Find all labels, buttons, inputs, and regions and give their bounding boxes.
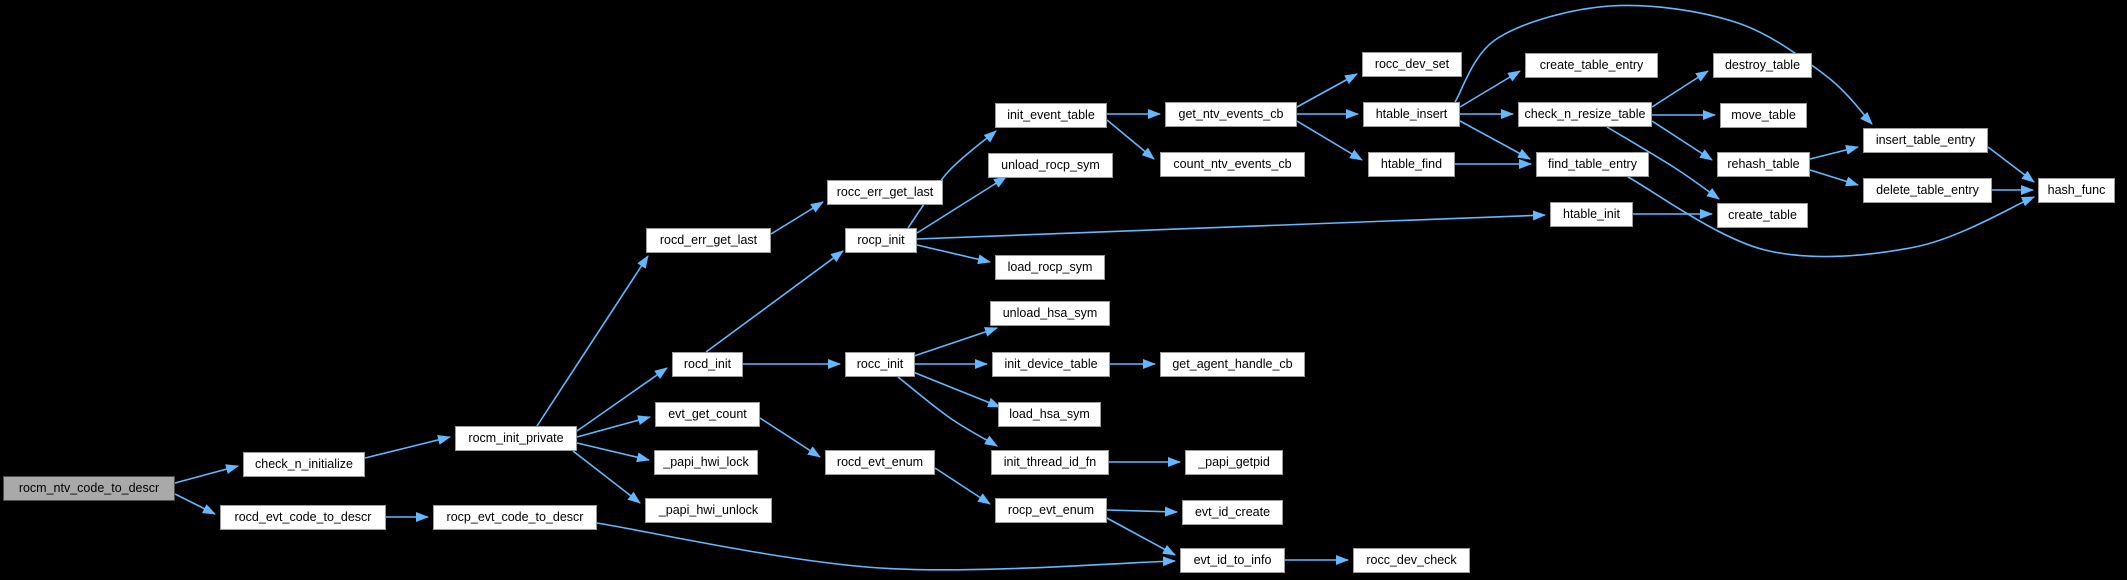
node-unload_rocp_sym[interactable]: unload_rocp_sym — [988, 153, 1113, 178]
edge-rocm_init_private-_papi_hwi_unlock — [572, 450, 641, 504]
edge-htable_insert-create_table_entry — [1459, 70, 1521, 108]
edge-htable_insert-find_table_entry — [1459, 120, 1531, 160]
edge-rocm_init_private-rocd_init — [576, 367, 668, 432]
node-rocc_dev_check[interactable]: rocc_dev_check — [1353, 548, 1470, 573]
edge-check_n_resize_table-rehash_table — [1651, 120, 1713, 161]
node-rocd_evt_code_to_descr[interactable]: rocd_evt_code_to_descr — [220, 505, 386, 530]
node-hash_func[interactable]: hash_func — [2038, 178, 2115, 203]
node-find_table_entry[interactable]: find_table_entry — [1536, 152, 1649, 177]
node-unload_hsa_sym[interactable]: unload_hsa_sym — [990, 301, 1110, 326]
node-evt_id_create[interactable]: evt_id_create — [1182, 500, 1283, 525]
edge-init_event_table-count_ntv_events_cb — [1106, 119, 1155, 160]
edge-rocd_err_get_last-rocc_err_get_last — [770, 201, 824, 235]
node-delete_table_entry[interactable]: delete_table_entry — [1863, 178, 1992, 203]
edge-rocp_init-unload_rocp_sym — [916, 176, 1007, 234]
node-move_table[interactable]: move_table — [1720, 103, 1807, 128]
edge-find_table_entry-hash_func — [1627, 176, 2035, 258]
node-get_agent_handle_cb[interactable]: get_agent_handle_cb — [1160, 352, 1305, 377]
node-rocc_err_get_last[interactable]: rocc_err_get_last — [827, 180, 943, 205]
edge-rocc_init-load_hsa_sym — [912, 371, 1001, 408]
node-rocd_evt_enum[interactable]: rocd_evt_enum — [825, 450, 935, 475]
node-destroy_table[interactable]: destroy_table — [1713, 53, 1812, 78]
edge-rocp_init-init_event_table — [907, 130, 997, 229]
node-rocd_init[interactable]: rocd_init — [672, 352, 743, 377]
node-_papi_hwi_lock[interactable]: _papi_hwi_lock — [654, 450, 758, 475]
edge-rocd_evt_enum-rocp_evt_enum — [934, 467, 991, 505]
edge-rocd_init-rocp_init — [705, 250, 844, 353]
edge-rocp_evt_enum-evt_id_create — [1106, 506, 1178, 517]
node-_papi_getpid[interactable]: _papi_getpid — [1185, 450, 1283, 475]
node-count_ntv_events_cb[interactable]: count_ntv_events_cb — [1160, 152, 1305, 177]
edge-check_n_initialize-rocm_init_private — [364, 435, 451, 459]
node-htable_init[interactable]: htable_init — [1550, 202, 1633, 227]
node-check_n_resize_table[interactable]: check_n_resize_table — [1518, 102, 1652, 127]
node-check_n_initialize[interactable]: check_n_initialize — [243, 452, 365, 477]
node-insert_table_entry[interactable]: insert_table_entry — [1863, 128, 1988, 153]
edge-get_ntv_events_cb-rocc_dev_set — [1296, 73, 1358, 108]
edge-rocm_init_private-rocd_err_get_last — [536, 255, 649, 427]
node-rocc_dev_set[interactable]: rocc_dev_set — [1362, 52, 1462, 77]
node-evt_get_count[interactable]: evt_get_count — [655, 402, 760, 427]
node-get_ntv_events_cb[interactable]: get_ntv_events_cb — [1165, 102, 1297, 127]
edge-check_n_resize_table-destroy_table — [1651, 70, 1709, 108]
edge-rehash_table-insert_table_entry — [1809, 145, 1859, 160]
node-load_rocp_sym[interactable]: load_rocp_sym — [995, 255, 1105, 280]
node-create_table[interactable]: create_table — [1717, 203, 1808, 228]
edge-evt_get_count-rocd_evt_enum — [759, 417, 821, 458]
edge-rocp_evt_enum-evt_id_to_info — [1104, 516, 1176, 556]
node-rehash_table[interactable]: rehash_table — [1717, 152, 1810, 177]
node-rocm_init_private[interactable]: rocm_init_private — [455, 426, 577, 451]
edge-rocc_init-init_thread_id_fn — [897, 376, 998, 447]
edge-insert_table_entry-hash_func — [1987, 146, 2035, 183]
node-_papi_hwi_unlock[interactable]: _papi_hwi_unlock — [645, 498, 772, 523]
edge-rocc_init-unload_hsa_sym — [913, 327, 998, 357]
edge-rocp_init-load_rocp_sym — [916, 244, 991, 265]
node-init_event_table[interactable]: init_event_table — [995, 103, 1107, 128]
node-init_device_table[interactable]: init_device_table — [992, 352, 1110, 377]
edge-rocp_evt_code_to_descr-evt_id_to_info — [596, 522, 1176, 571]
node-rocp_evt_enum[interactable]: rocp_evt_enum — [995, 498, 1107, 523]
edge-htable_insert-insert_table_entry — [1454, 4, 1873, 125]
edge-rehash_table-delete_table_entry — [1809, 169, 1859, 187]
node-htable_insert[interactable]: htable_insert — [1363, 102, 1460, 127]
node-load_hsa_sym[interactable]: load_hsa_sym — [998, 402, 1101, 427]
edge-rocm_init_private-evt_get_count — [576, 415, 651, 438]
node-rocc_init[interactable]: rocc_init — [845, 352, 915, 377]
edge-rocm_ntv_code_to_descr-rocd_evt_code_to_descr — [174, 493, 216, 515]
node-create_table_entry[interactable]: create_table_entry — [1525, 53, 1658, 78]
edge-rocm_ntv_code_to_descr-check_n_initialize — [174, 464, 239, 484]
node-htable_find[interactable]: htable_find — [1368, 152, 1455, 177]
node-rocp_evt_code_to_descr[interactable]: rocp_evt_code_to_descr — [433, 505, 597, 530]
edge-rocm_init_private-_papi_hwi_lock — [576, 442, 650, 463]
node-init_thread_id_fn[interactable]: init_thread_id_fn — [991, 450, 1109, 475]
edge-check_n_resize_table-create_table — [1606, 126, 1720, 200]
node-rocp_init[interactable]: rocp_init — [845, 228, 917, 253]
node-rocd_err_get_last[interactable]: rocd_err_get_last — [646, 228, 771, 253]
edge-rocp_init-htable_init — [916, 210, 1546, 240]
node-rocm_ntv_code_to_descr[interactable]: rocm_ntv_code_to_descr — [3, 476, 175, 501]
edge-get_ntv_events_cb-htable_find — [1296, 120, 1363, 161]
node-evt_id_to_info[interactable]: evt_id_to_info — [1180, 548, 1285, 573]
